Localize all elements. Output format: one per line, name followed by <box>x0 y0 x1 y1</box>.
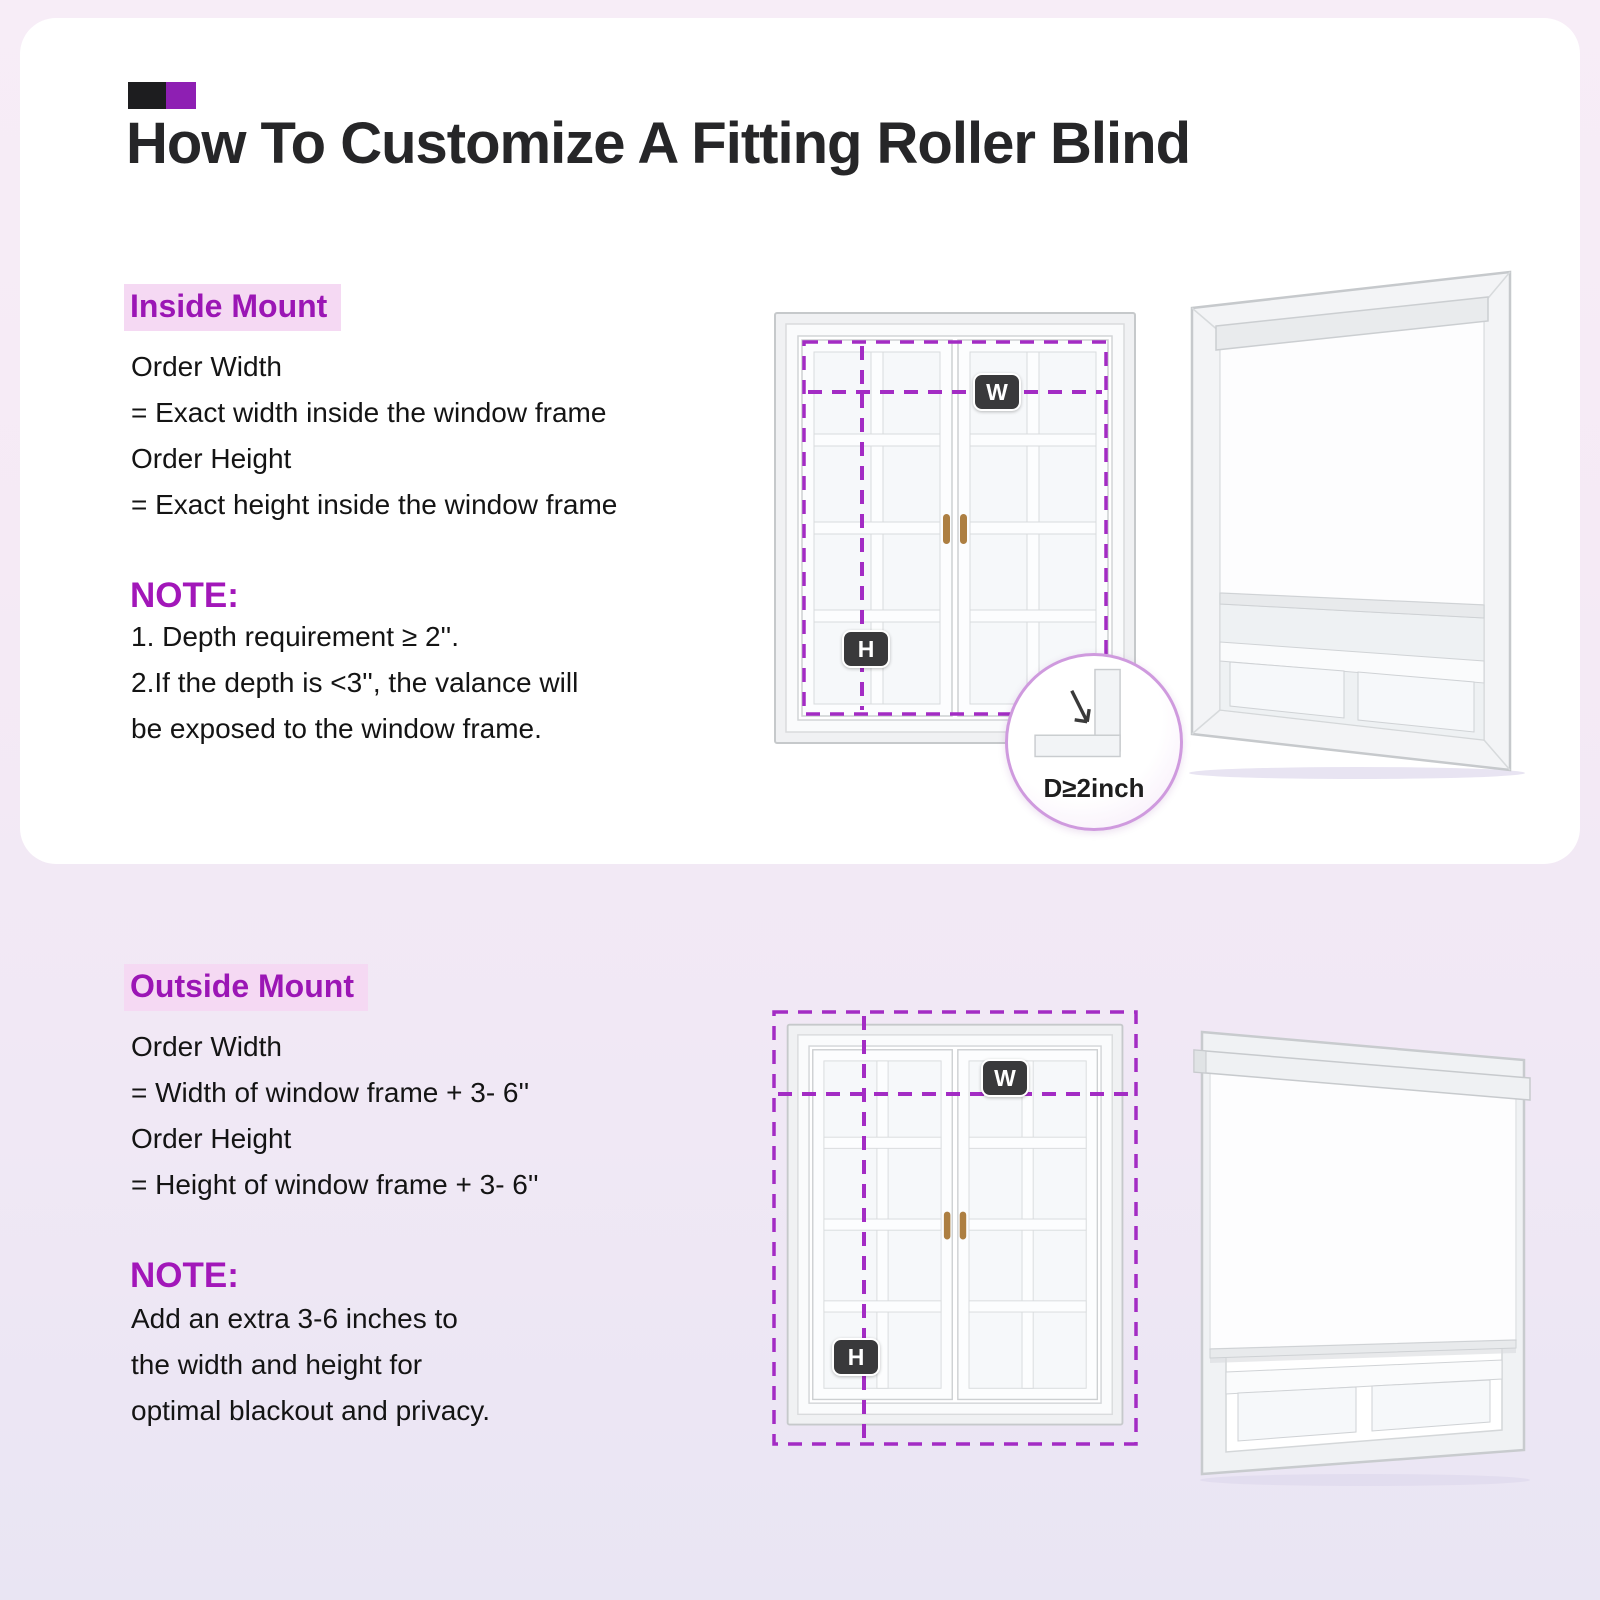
instruction-line: Order Height <box>131 1123 292 1154</box>
outside-mount-heading: Outside Mount <box>124 964 368 1011</box>
width-badge: W <box>981 1059 1029 1097</box>
roller-blind-fabric <box>1219 302 1485 606</box>
blind-bottom-bar <box>1209 1339 1517 1359</box>
accent-squares <box>128 82 196 109</box>
inside-mount-note-label: NOTE: <box>130 576 239 615</box>
outside-mount-dashed-outline <box>772 1010 1138 1446</box>
accent-square-purple-icon <box>166 82 196 109</box>
inside-mount-window-illustration: W H <box>770 308 1140 748</box>
note-line: be exposed to the window frame. <box>131 713 542 744</box>
frame-corner-zoom-icon <box>1034 668 1121 758</box>
depth-arrow-icon <box>1070 690 1089 723</box>
outside-mount-note-label: NOTE: <box>130 1256 239 1295</box>
page-title: How To Customize A Fitting Roller Blind <box>126 111 1191 176</box>
instruction-line: = Width of window frame + 3- 6'' <box>131 1077 530 1108</box>
depth-requirement-label: D≥2inch <box>1043 773 1145 803</box>
inside-mount-note: 1. Depth requirement ≥ 2''. 2.If the dep… <box>131 614 578 752</box>
depth-callout: D≥2inch <box>1005 653 1183 831</box>
note-line: the width and height for <box>131 1349 423 1380</box>
outside-mount-instructions: Order Width = Width of window frame + 3-… <box>131 1024 539 1208</box>
note-line: Add an extra 3-6 inches to <box>131 1303 458 1334</box>
instruction-line: = Exact height inside the window frame <box>131 489 618 520</box>
inside-mount-roller-blind-illustration <box>1172 250 1562 780</box>
blind-bottom-bar <box>1219 592 1485 619</box>
outside-mount-roller-blind-illustration <box>1180 1002 1565 1502</box>
instruction-line: = Exact width inside the window frame <box>131 397 607 428</box>
instruction-line: Order Width <box>131 351 282 382</box>
note-line: 2.If the depth is <3'', the valance will <box>131 667 579 698</box>
instruction-line: Order Width <box>131 1031 282 1062</box>
instruction-line: = Height of window frame + 3- 6'' <box>131 1169 539 1200</box>
roller-blind-fabric <box>1209 1071 1517 1350</box>
height-badge: H <box>842 630 890 668</box>
inside-mount-dashed-outline <box>802 340 1108 716</box>
note-line: optimal blackout and privacy. <box>131 1395 490 1426</box>
height-badge: H <box>832 1338 880 1376</box>
window-sill <box>1225 1359 1503 1395</box>
window-sill <box>1219 641 1485 684</box>
outside-mount-note: Add an extra 3-6 inches to the width and… <box>131 1296 490 1434</box>
note-line: 1. Depth requirement ≥ 2''. <box>131 621 460 652</box>
blind-cassette <box>1215 296 1489 351</box>
valance-end-cap <box>1193 1049 1207 1074</box>
instruction-line: Order Height <box>131 443 292 474</box>
inside-mount-instructions: Order Width = Exact width inside the win… <box>131 344 617 528</box>
accent-square-black-icon <box>128 82 166 109</box>
width-badge: W <box>973 373 1021 411</box>
outside-mount-window-illustration: W H <box>770 1008 1140 1448</box>
inside-mount-heading: Inside Mount <box>124 284 342 331</box>
